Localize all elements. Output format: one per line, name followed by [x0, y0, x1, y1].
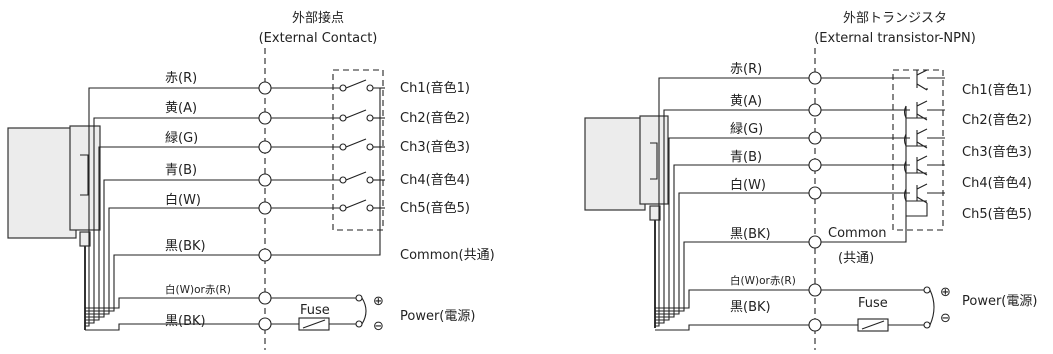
- left-plus-symbol: ⊕: [373, 294, 384, 309]
- right-wire-label-power-plus: 白(W)or赤(R): [730, 274, 796, 287]
- right-title: 外部トランジスタ: [843, 11, 947, 26]
- right-device: [584, 115, 669, 328]
- left-contact-lines: [265, 79, 385, 256]
- right-power-circuit: [821, 286, 935, 332]
- left-wire-label-yellow: 黄(A): [165, 101, 197, 116]
- left-channel-5: Ch5(音色5): [400, 200, 470, 216]
- right-channel-5: Ch5(音色5): [962, 206, 1032, 222]
- left-wire-label-white: 白(W): [165, 192, 201, 208]
- left-wires: [85, 87, 265, 331]
- right-channel-4: Ch4(音色4): [962, 175, 1032, 191]
- right-minus-symbol: ⊖: [940, 311, 951, 326]
- left-channel-4: Ch4(音色4): [400, 172, 470, 188]
- left-power-circuit: [271, 294, 367, 331]
- left-diagram: 外部接点 (External Contact) 赤(R) 黄(A): [7, 10, 495, 350]
- right-wire-label-black: 黒(BK): [730, 227, 771, 242]
- right-wire-label-green: 緑(G): [730, 122, 763, 137]
- left-title: 外部接点: [292, 10, 344, 26]
- right-subtitle: (External transistor-NPN): [814, 31, 976, 46]
- left-common-label: Common(共通): [400, 248, 495, 263]
- left-channel-2: Ch2(音色2): [400, 110, 470, 126]
- right-transistor-box: [892, 69, 944, 231]
- left-wire-label-power-plus: 白(W)or赤(R): [165, 283, 231, 296]
- left-power-label: Power(電源): [400, 309, 475, 324]
- right-channel-2: Ch2(音色2): [962, 112, 1032, 128]
- right-wire-label-blue: 青(B): [730, 150, 762, 165]
- left-channel-1: Ch1(音色1): [400, 80, 470, 96]
- left-channel-3: Ch3(音色3): [400, 139, 470, 155]
- right-common-label: Common: [828, 226, 887, 241]
- left-terminals: [258, 81, 272, 331]
- right-channel-1: Ch1(音色1): [962, 82, 1032, 98]
- left-wire-label-green: 緑(G): [165, 131, 198, 146]
- right-wire-label-red: 赤(R): [730, 62, 762, 77]
- right-channel-3: Ch3(音色3): [962, 144, 1032, 160]
- right-wire-label-power-minus: 黒(BK): [730, 300, 771, 315]
- left-wire-label-blue: 青(B): [165, 163, 197, 178]
- left-wire-label-black: 黒(BK): [165, 239, 206, 254]
- right-transistor-lines: [815, 69, 945, 243]
- right-wires: [655, 77, 815, 331]
- right-diagram: 外部トランジスタ (External transistor-NPN) 赤(R) …: [584, 11, 1037, 350]
- right-terminals: [808, 71, 822, 332]
- left-device: [7, 125, 101, 330]
- left-wire-label-power-minus: 黒(BK): [165, 314, 206, 329]
- right-wire-label-yellow: 黄(A): [730, 94, 762, 109]
- right-power-label: Power(電源): [962, 294, 1037, 309]
- left-fuse-label: Fuse: [300, 303, 330, 318]
- right-plus-symbol: ⊕: [940, 285, 951, 300]
- left-subtitle: (External Contact): [259, 31, 378, 46]
- left-minus-symbol: ⊖: [373, 319, 384, 334]
- right-fuse-label: Fuse: [858, 296, 888, 311]
- right-common-sub-label: (共通): [838, 251, 874, 266]
- right-wire-label-white: 白(W): [730, 177, 766, 193]
- left-contact-box: [332, 69, 384, 231]
- left-wire-label-red: 赤(R): [165, 71, 197, 86]
